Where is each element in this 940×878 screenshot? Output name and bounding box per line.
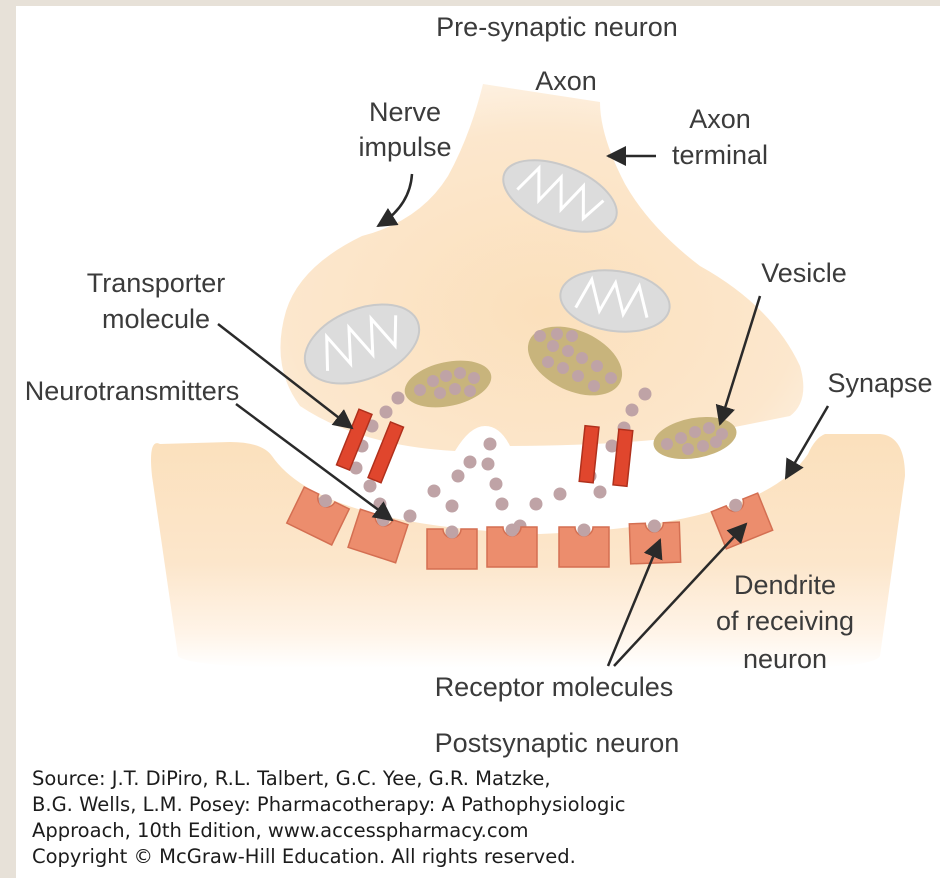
bound-neurotransmitter xyxy=(578,524,591,537)
receptor-molecule xyxy=(487,524,537,568)
nerve-impulse-label-2: impulse xyxy=(358,132,451,162)
receptor-molecule xyxy=(427,526,477,570)
axon-terminal-label-1: Axon xyxy=(689,104,751,134)
dendrite-label-3: neuron xyxy=(743,644,827,674)
dendrite-label-2: of receiving xyxy=(716,606,854,636)
receptor-label: Receptor molecules xyxy=(435,672,674,702)
figure-frame: Pre-synaptic neuron Axon Nerve impulse A… xyxy=(16,6,940,878)
source-line-1: Source: J.T. DiPiro, R.L. Talbert, G.C. … xyxy=(32,766,932,792)
source-line-4: Copyright © McGraw-Hill Education. All r… xyxy=(32,844,932,870)
synapse-label: Synapse xyxy=(827,368,932,398)
nerve-impulse-label-1: Nerve xyxy=(369,97,441,127)
bound-neurotransmitter xyxy=(446,526,459,539)
synapse-diagram: Pre-synaptic neuron Axon Nerve impulse A… xyxy=(16,6,940,766)
neurotransmitters-label: Neurotransmitters xyxy=(25,376,240,406)
vesicle-label: Vesicle xyxy=(761,258,847,288)
bound-neurotransmitter xyxy=(506,524,519,537)
receptor-molecule xyxy=(629,519,680,564)
axon-label: Axon xyxy=(535,66,597,96)
axon-terminal-label-2: terminal xyxy=(672,140,768,170)
transporter-label-2: molecule xyxy=(102,304,210,334)
presynaptic-label: Pre-synaptic neuron xyxy=(436,12,678,42)
source-line-2: B.G. Wells, L.M. Posey: Pharmacotherapy:… xyxy=(32,792,932,818)
transporter-label-1: Transporter xyxy=(87,268,226,298)
source-line-3: Approach, 10th Edition, www.accesspharma… xyxy=(32,818,932,844)
source-citation: Source: J.T. DiPiro, R.L. Talbert, G.C. … xyxy=(32,766,932,870)
postsynaptic-label: Postsynaptic neuron xyxy=(435,728,680,758)
receptor-molecule xyxy=(559,524,609,568)
dendrite-label-1: Dendrite xyxy=(734,570,836,600)
